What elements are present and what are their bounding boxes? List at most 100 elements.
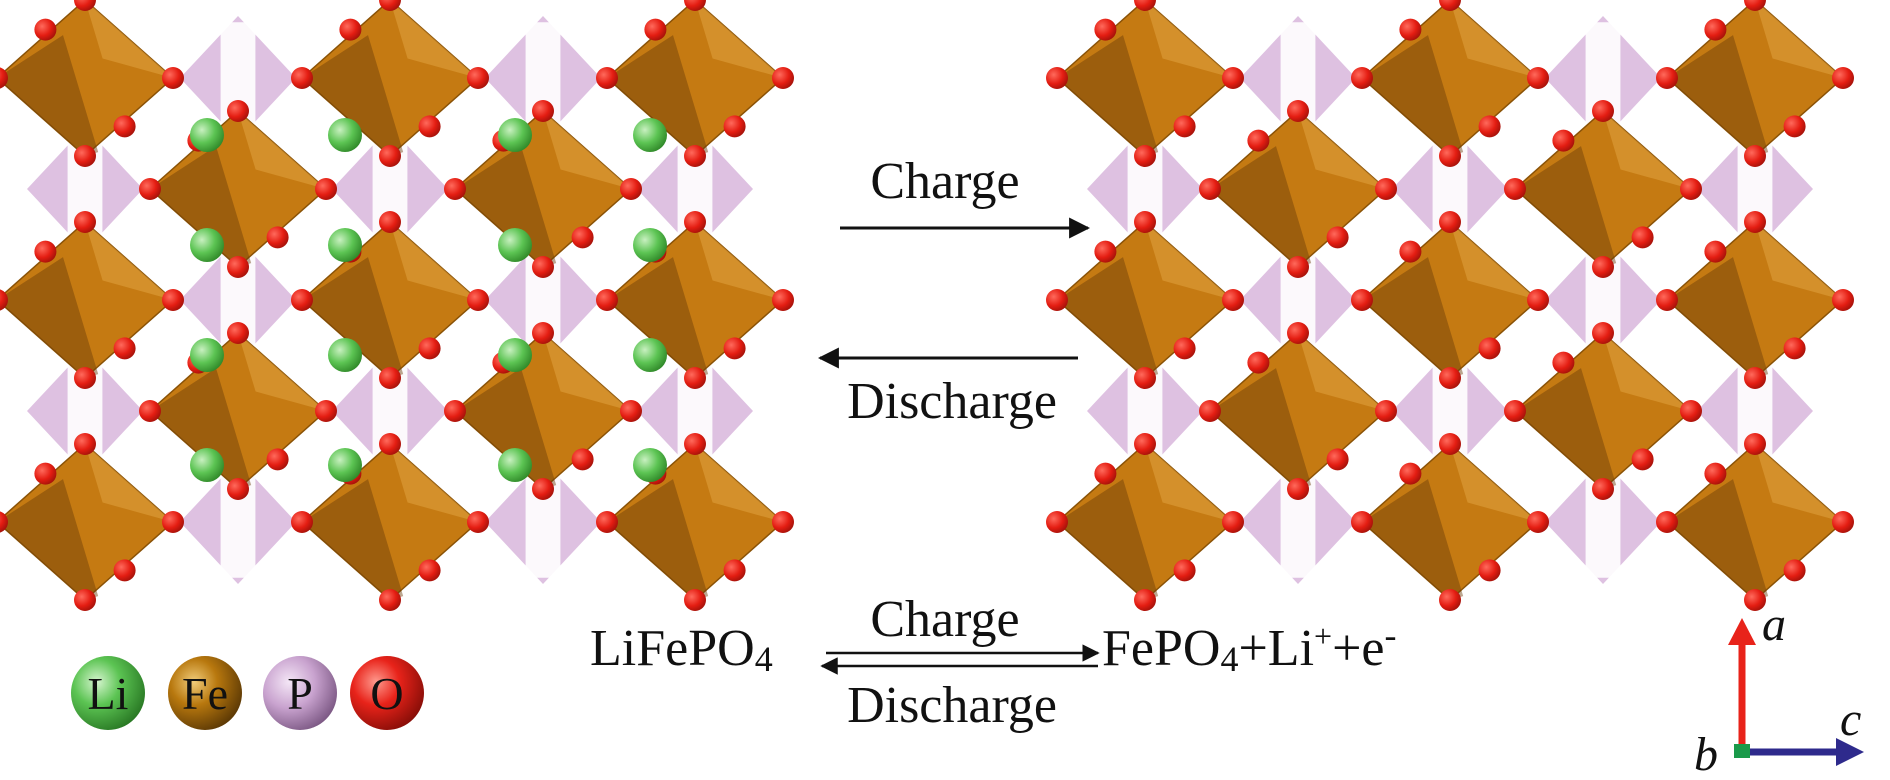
legend-label-fe: Fe — [182, 668, 228, 719]
lithium-atom — [328, 338, 362, 372]
feo6-octahedron — [1046, 211, 1244, 389]
octahedron-highlight — [1450, 444, 1538, 522]
b-axis-marker — [1734, 744, 1750, 758]
octahedron-highlight — [1603, 111, 1691, 189]
octahedron-highlight — [238, 333, 326, 411]
oxygen-atom — [1527, 289, 1549, 311]
oxygen-atom — [1439, 589, 1461, 611]
oxygen-atom — [1478, 337, 1501, 360]
octahedron-shade — [1515, 368, 1617, 489]
feo6-octahedron — [291, 0, 489, 167]
equation-discharge-label: Discharge — [847, 677, 1057, 734]
oxygen-atom — [266, 448, 289, 471]
oxygen-atom — [1046, 511, 1068, 533]
octahedron-shade — [0, 257, 99, 378]
octahedron-shade — [1210, 368, 1312, 489]
fepo4-structure — [1046, 0, 1854, 611]
oxygen-atom — [113, 337, 136, 360]
feo6-octahedron — [139, 322, 337, 500]
oxygen-atom — [1744, 433, 1766, 455]
lithium-atom — [498, 228, 532, 262]
octahedron-shade — [302, 35, 404, 156]
oxygen-atom — [418, 337, 441, 360]
feo6-octahedron — [596, 433, 794, 611]
lithium-atom — [633, 448, 667, 482]
oxygen-atom — [1680, 178, 1702, 200]
legend-swatch-li — [71, 656, 145, 730]
lithium-atom — [498, 448, 532, 482]
legend-swatch-p — [263, 656, 337, 730]
octahedron-highlight — [238, 111, 326, 189]
oxygen-atom — [1656, 511, 1678, 533]
oxygen-atom — [1134, 145, 1156, 167]
oxygen-atom — [418, 559, 441, 582]
feo6-octahedron — [1351, 0, 1549, 167]
oxygen-atom — [1222, 289, 1244, 311]
octahedron-highlight — [543, 333, 631, 411]
oxygen-atom — [596, 289, 618, 311]
feo6-octahedron — [596, 0, 794, 167]
oxygen-atom — [1439, 211, 1461, 233]
charge-label: Charge — [870, 153, 1019, 210]
oxygen-atom — [74, 145, 96, 167]
oxygen-atom — [620, 400, 642, 422]
octahedron-shade — [1362, 479, 1464, 600]
oxygen-atom — [723, 559, 746, 582]
oxygen-atom — [379, 367, 401, 389]
feo6-octahedron — [1351, 433, 1549, 611]
oxygen-atom — [266, 226, 289, 249]
oxygen-atom — [34, 18, 57, 41]
octahedron-shade — [150, 146, 252, 267]
legend-label-p: P — [287, 668, 313, 719]
oxygen-atom — [1351, 289, 1373, 311]
oxygen-atom — [1439, 145, 1461, 167]
lithium-atom — [633, 338, 667, 372]
oxygen-atom — [467, 67, 489, 89]
oxygen-atom — [1351, 67, 1373, 89]
feo6-octahedron — [1656, 0, 1854, 167]
oxygen-atom — [772, 511, 794, 533]
lithium-atom — [190, 228, 224, 262]
transition-arrows: Charge Discharge — [817, 153, 1091, 430]
oxygen-atom — [1134, 433, 1156, 455]
oxygen-atom — [684, 0, 706, 11]
oxygen-atom — [1439, 433, 1461, 455]
oxygen-atom — [227, 322, 249, 344]
c-axis-arrowhead — [1836, 738, 1864, 766]
a-axis-label: a — [1762, 598, 1786, 651]
octahedron-shade — [1057, 35, 1159, 156]
octahedron-shade — [150, 368, 252, 489]
oxygen-atom — [644, 18, 667, 41]
octahedron-highlight — [85, 444, 173, 522]
octahedron-shade — [455, 146, 557, 267]
oxygen-atom — [467, 511, 489, 533]
oxygen-atom — [1094, 18, 1117, 41]
oxygen-atom — [1783, 115, 1806, 138]
oxygen-atom — [596, 511, 618, 533]
oxygen-atom — [291, 289, 313, 311]
octahedron-shade — [1210, 146, 1312, 267]
octahedron-shade — [1057, 257, 1159, 378]
oxygen-atom — [1478, 559, 1501, 582]
oxygen-atom — [723, 115, 746, 138]
oxygen-atom — [532, 322, 554, 344]
octahedron-shade — [1667, 479, 1769, 600]
oxygen-atom — [571, 226, 594, 249]
oxygen-atom — [34, 240, 57, 263]
oxygen-atom — [1375, 400, 1397, 422]
oxygen-atom — [532, 256, 554, 278]
oxygen-atom — [74, 367, 96, 389]
octahedron-shade — [607, 479, 709, 600]
feo6-octahedron — [1504, 100, 1702, 278]
oxygen-atom — [1173, 115, 1196, 138]
oxygen-atom — [1222, 67, 1244, 89]
oxygen-atom — [1631, 448, 1654, 471]
oxygen-atom — [1173, 559, 1196, 582]
oxygen-atom — [1287, 478, 1309, 500]
oxygen-atom — [113, 115, 136, 138]
oxygen-atom — [0, 67, 8, 89]
oxygen-atom — [1134, 0, 1156, 11]
oxygen-atom — [1375, 178, 1397, 200]
oxygen-atom — [227, 100, 249, 122]
